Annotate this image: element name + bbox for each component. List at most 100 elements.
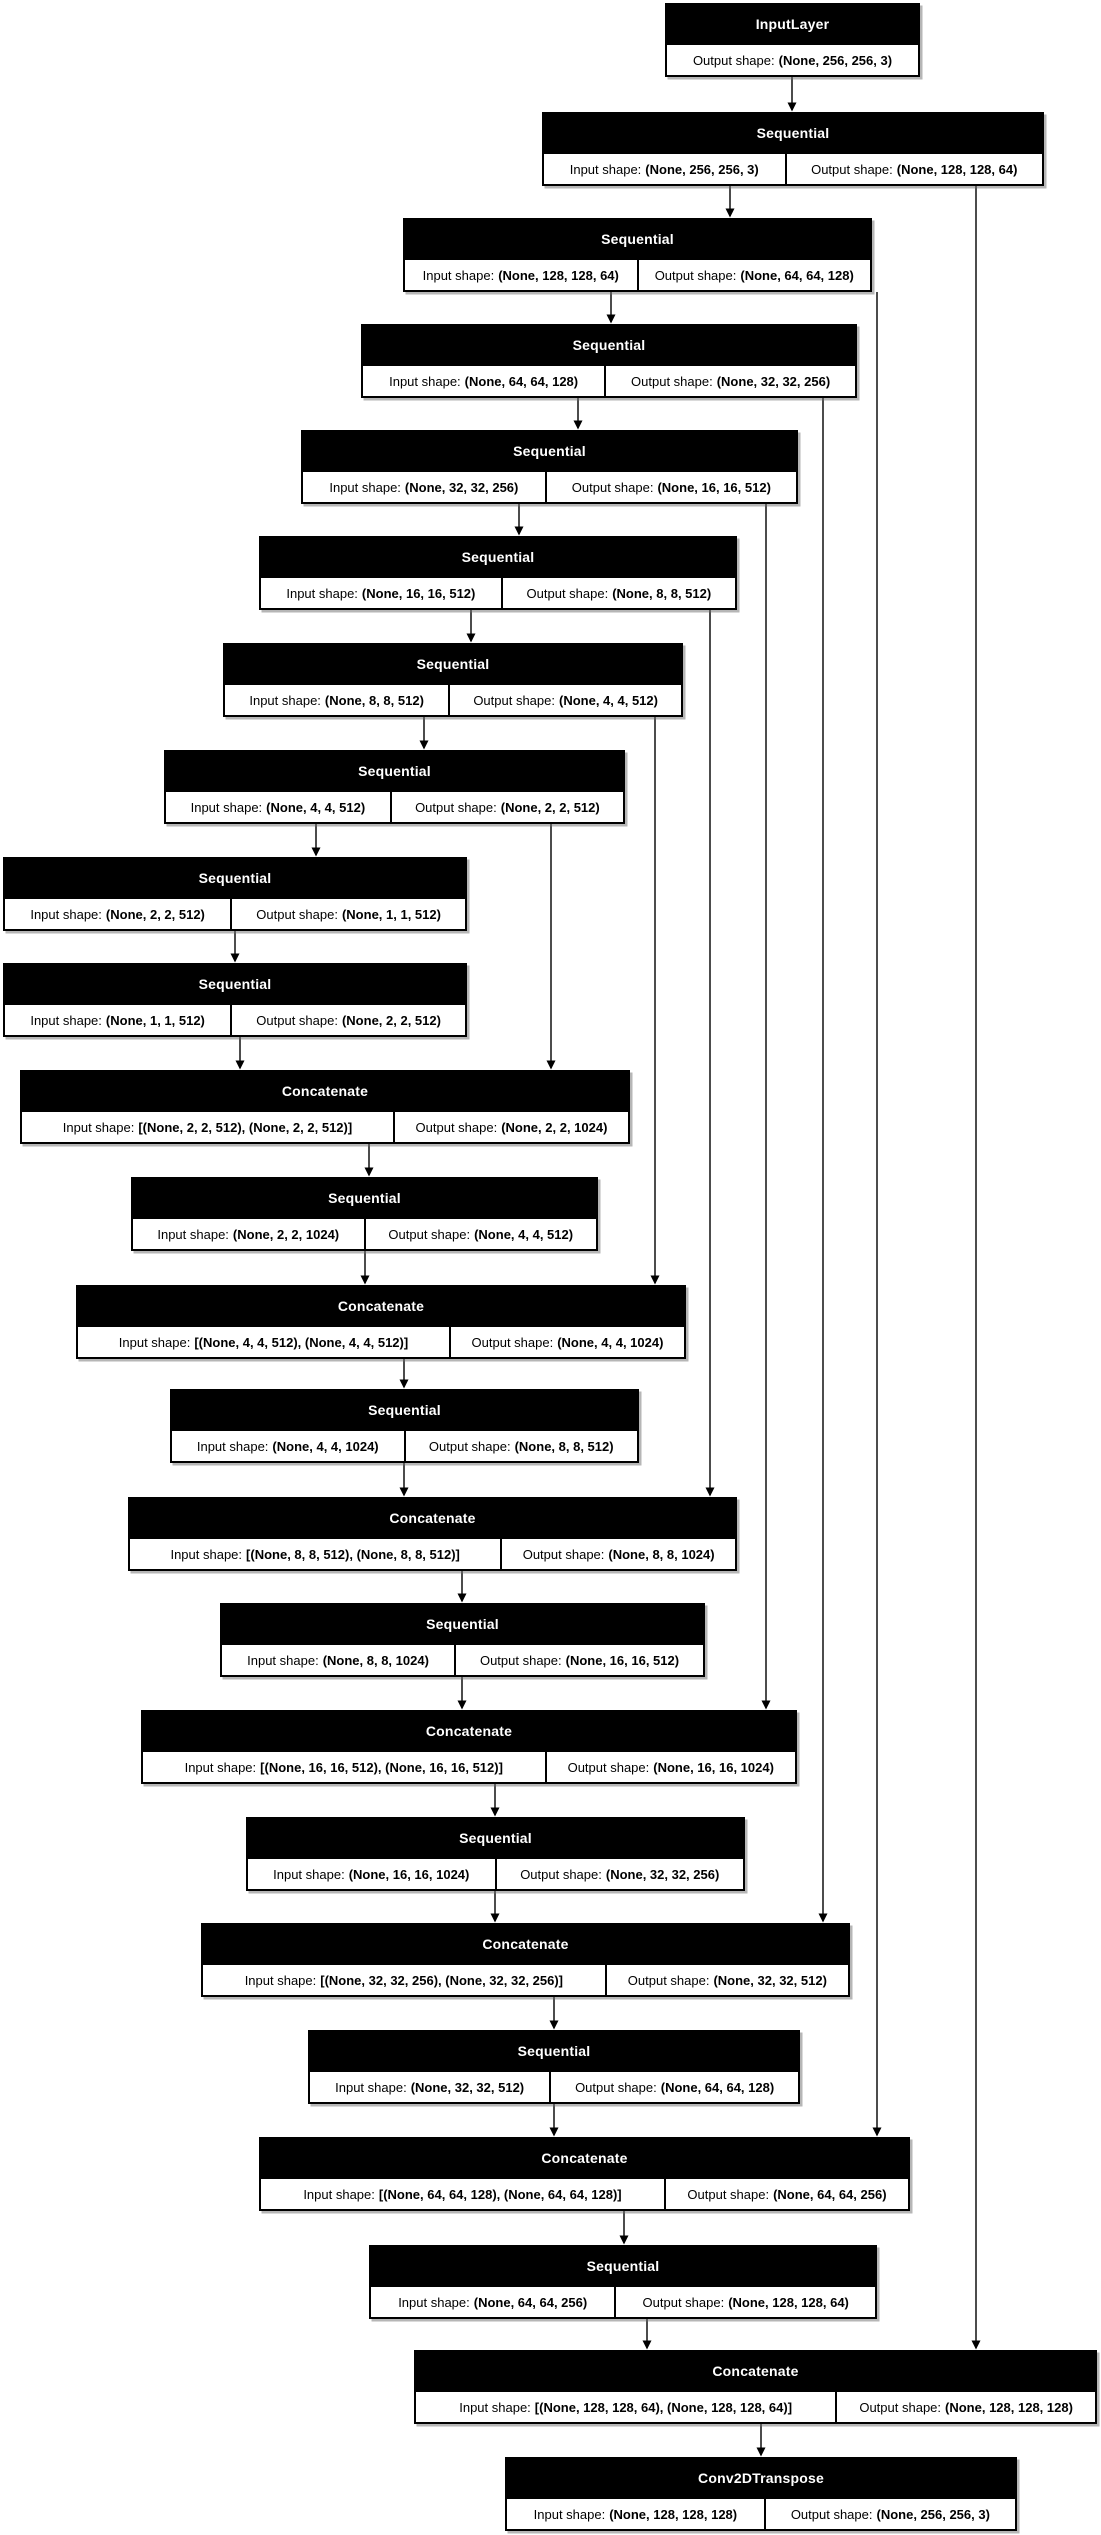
- layer-type-label: Sequential: [261, 538, 735, 576]
- output-shape-cell: Output shape:(None, 32, 32, 256): [494, 1859, 743, 1889]
- output-shape-cell: Output shape:(None, 8, 8, 512): [403, 1431, 637, 1461]
- layer-type-label: Sequential: [222, 1605, 703, 1643]
- input-shape-cell: Input shape:[(None, 4, 4, 512), (None, 4…: [78, 1327, 449, 1357]
- shape-prefix-label: Output shape:: [256, 906, 338, 922]
- input-shape-cell: Input shape:(None, 128, 128, 64): [405, 260, 637, 290]
- shape-row: Input shape:[(None, 2, 2, 512), (None, 2…: [22, 1110, 628, 1142]
- shape-row: Input shape:[(None, 64, 64, 128), (None,…: [261, 2177, 908, 2209]
- shape-value: (None, 8, 8, 512): [612, 585, 712, 601]
- shape-prefix-label: Input shape:: [184, 1759, 257, 1775]
- layer-type-label: Concatenate: [416, 2352, 1095, 2390]
- layer-type-label: Concatenate: [22, 1072, 628, 1110]
- input-shape-cell: Input shape:(None, 128, 128, 128): [507, 2499, 764, 2529]
- shape-row: Input shape:(None, 8, 8, 512)Output shap…: [225, 683, 681, 715]
- shape-prefix-label: Input shape:: [196, 1438, 269, 1454]
- shape-value: (None, 4, 4, 512): [266, 799, 366, 815]
- shape-prefix-label: Input shape:: [273, 1866, 345, 1882]
- output-shape-cell: Output shape:(None, 128, 128, 128): [835, 2392, 1095, 2422]
- shape-row: Input shape:(None, 8, 8, 1024)Output sha…: [222, 1643, 703, 1675]
- shape-prefix-label: Output shape:: [415, 799, 497, 815]
- shape-value: (None, 16, 16, 512): [565, 1652, 680, 1668]
- shape-value: (None, 32, 32, 256): [716, 373, 831, 389]
- shape-prefix-label: Output shape:: [428, 1438, 511, 1454]
- shape-value: (None, 16, 16, 1024): [653, 1759, 774, 1775]
- output-shape-cell: Output shape:(None, 16, 16, 512): [544, 472, 796, 502]
- shape-row: Input shape:(None, 32, 32, 512)Output sh…: [310, 2070, 798, 2102]
- shape-row: Input shape:(None, 16, 16, 512)Output sh…: [261, 576, 735, 608]
- layer-type-label: Concatenate: [130, 1499, 735, 1537]
- shape-prefix-label: Input shape:: [398, 2294, 470, 2310]
- shape-value: (None, 1, 1, 512): [341, 906, 441, 922]
- input-shape-cell: Input shape:(None, 32, 32, 256): [303, 472, 545, 502]
- shape-value: (None, 4, 4, 1024): [557, 1334, 664, 1350]
- layer-type-label: Sequential: [133, 1179, 596, 1217]
- output-shape-cell: Output shape:(None, 32, 32, 512): [604, 1965, 848, 1995]
- shape-value: [(None, 128, 128, 64), (None, 128, 128, …: [534, 2399, 793, 2415]
- shape-prefix-label: Output shape:: [859, 2399, 942, 2415]
- shape-value: (None, 128, 128, 64): [896, 161, 1018, 177]
- output-shape-cell: Output shape:(None, 32, 32, 256): [604, 366, 855, 396]
- shape-prefix-label: Input shape:: [249, 692, 321, 708]
- shape-value: (None, 8, 8, 1024): [322, 1652, 429, 1668]
- shape-value: (None, 64, 64, 128): [740, 267, 854, 283]
- shape-prefix-label: Output shape:: [471, 1334, 554, 1350]
- shape-value: (None, 32, 32, 256): [404, 479, 519, 495]
- shape-prefix-label: Output shape:: [654, 267, 737, 283]
- shape-prefix-label: Output shape:: [526, 585, 609, 601]
- shape-value: (None, 64, 64, 128): [464, 373, 579, 389]
- shape-prefix-label: Output shape:: [790, 2506, 873, 2522]
- shape-value: (None, 2, 2, 512): [500, 799, 600, 815]
- output-shape-cell: Output shape:(None, 256, 256, 3): [667, 45, 918, 75]
- shape-row: Input shape:(None, 16, 16, 1024)Output s…: [248, 1857, 743, 1889]
- shape-prefix-label: Input shape:: [157, 1226, 229, 1242]
- input-shape-cell: Input shape:(None, 4, 4, 1024): [172, 1431, 404, 1461]
- shape-prefix-label: Output shape:: [692, 52, 775, 68]
- layer-type-label: Sequential: [363, 326, 855, 364]
- output-shape-cell: Output shape:(None, 2, 2, 512): [389, 792, 623, 822]
- layer-type-label: Concatenate: [203, 1925, 848, 1963]
- shape-row: Input shape:[(None, 32, 32, 256), (None,…: [203, 1963, 848, 1995]
- shape-prefix-label: Input shape:: [62, 1119, 135, 1135]
- input-shape-cell: Input shape:(None, 64, 64, 128): [363, 366, 605, 396]
- shape-prefix-label: Output shape:: [571, 479, 654, 495]
- output-shape-cell: Output shape:(None, 8, 8, 1024): [500, 1539, 735, 1569]
- layer-type-label: Sequential: [5, 965, 465, 1003]
- output-shape-cell: Output shape:(None, 64, 64, 128): [636, 260, 870, 290]
- shape-value: (None, 256, 256, 3): [876, 2506, 990, 2522]
- shape-value: (None, 2, 2, 1024): [501, 1119, 608, 1135]
- shape-prefix-label: Input shape:: [303, 2186, 375, 2202]
- shape-value: [(None, 2, 2, 512), (None, 2, 2, 512)]: [138, 1119, 353, 1135]
- shape-value: [(None, 16, 16, 512), (None, 16, 16, 512…: [260, 1759, 503, 1775]
- shape-prefix-label: Input shape:: [286, 585, 358, 601]
- shape-value: (None, 4, 4, 1024): [272, 1438, 379, 1454]
- layer-type-label: Concatenate: [78, 1287, 684, 1325]
- shape-value: (None, 8, 8, 512): [324, 692, 424, 708]
- input-shape-cell: Input shape:[(None, 8, 8, 512), (None, 8…: [130, 1539, 501, 1569]
- shape-prefix-label: Output shape:: [687, 2186, 770, 2202]
- shape-prefix-label: Input shape:: [422, 267, 495, 283]
- shape-prefix-label: Input shape:: [569, 161, 642, 177]
- shape-value: (None, 64, 64, 128): [660, 2079, 775, 2095]
- shape-value: (None, 256, 256, 3): [645, 161, 759, 177]
- shape-prefix-label: Output shape:: [567, 1759, 650, 1775]
- layer-type-label: InputLayer: [667, 5, 918, 43]
- shape-prefix-label: Output shape:: [522, 1546, 605, 1562]
- shape-row: Input shape:(None, 128, 128, 64)Output s…: [405, 258, 870, 290]
- shape-prefix-label: Input shape:: [389, 373, 461, 389]
- layer-type-label: Concatenate: [261, 2139, 908, 2177]
- shape-value: (None, 8, 8, 1024): [608, 1546, 715, 1562]
- shape-prefix-label: Input shape:: [30, 906, 102, 922]
- shape-prefix-label: Output shape:: [520, 1866, 602, 1882]
